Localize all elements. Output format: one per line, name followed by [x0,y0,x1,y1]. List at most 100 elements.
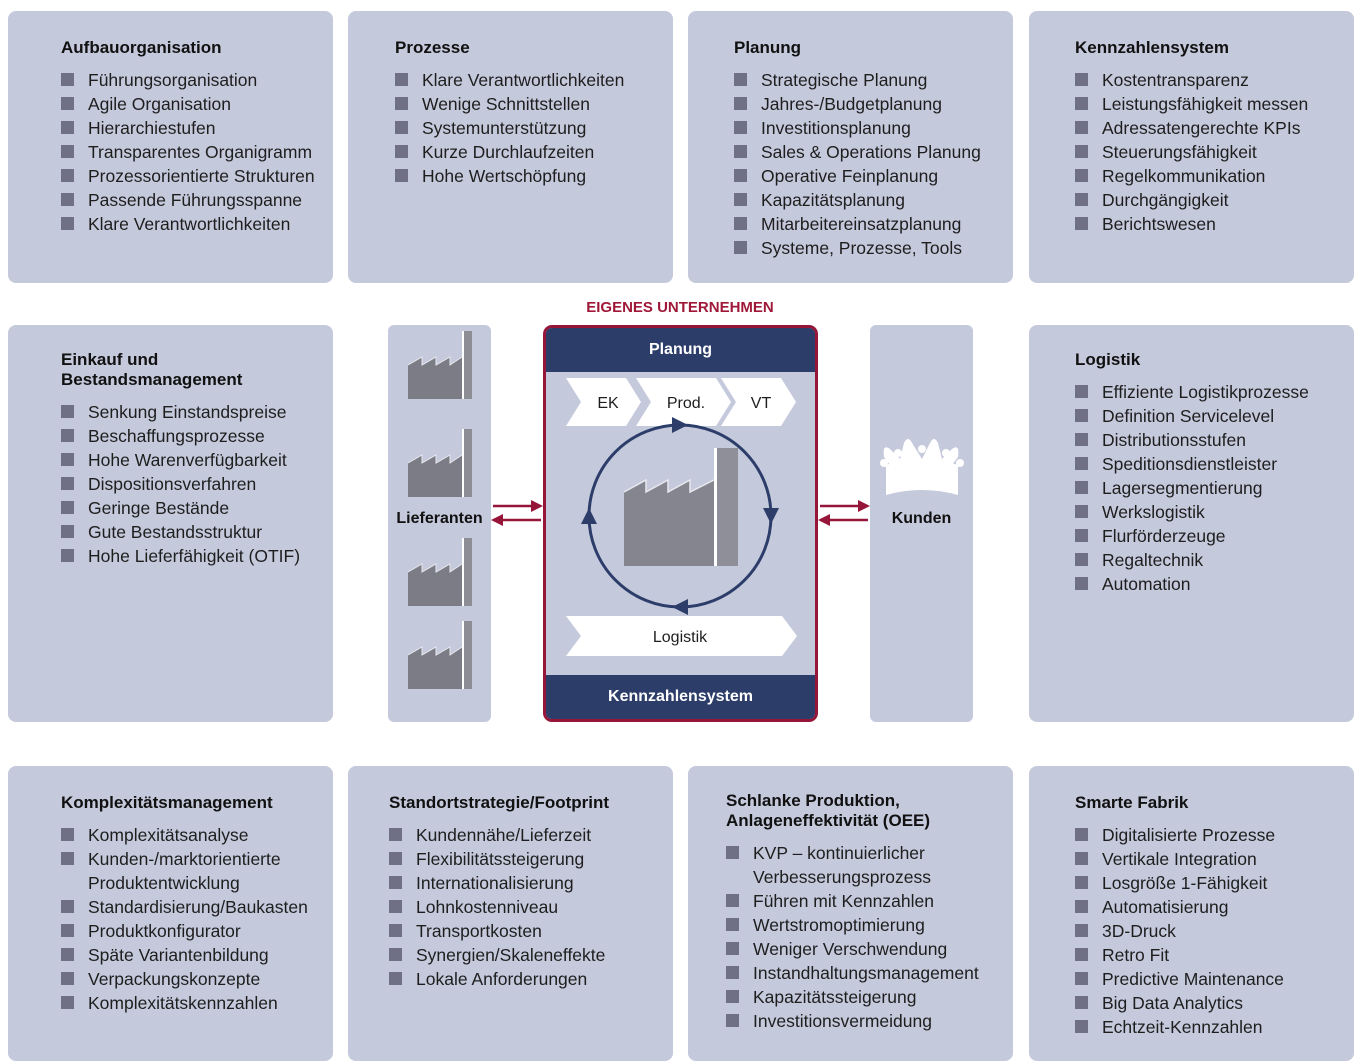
list-item: Flexibilitätssteigerung [389,847,673,871]
list-item: Jahres-/Budgetplanung [734,92,1013,116]
factory-icon [623,448,738,566]
company-frame: Planung EK Prod. VT [543,325,818,722]
list-item: Systeme, Prozesse, Tools [734,236,1013,260]
chevron-prod: Prod. [636,378,731,426]
list-item-continued: Produktentwicklung [88,873,240,893]
list-item: Geringe Bestände [61,496,333,520]
customer-flow-arrows [818,500,870,526]
list-item: Verpackungskonzepte [61,967,333,991]
box-kennzahlensystem: Kennzahlensystem Kostentransparenz Leist… [1029,11,1354,283]
factory-icon [407,537,473,607]
planning-bar: Planung [546,328,815,372]
factory-icon [407,620,473,690]
list-item: Komplexitätskennzahlen [61,991,333,1015]
list-item: Prozessorientierte Strukturen [61,164,333,188]
list-item: Automatisierung [1075,895,1354,919]
factory-icon [407,330,473,400]
list-item: Hierarchiestufen [61,116,333,140]
box-title: Komplexitätsmanagement [61,793,273,812]
list-item: Kapazitätssteigerung [726,985,1013,1009]
list-item: Internationalisierung [389,871,673,895]
item-list: Führungsorganisation Agile Organisation … [61,68,333,236]
item-list: Senkung Einstandspreise Beschaffungsproz… [61,400,333,568]
list-item: Klare Verantwortlichkeiten [395,68,673,92]
list-item: Operative Feinplanung [734,164,1013,188]
item-list: Kundennähe/Lieferzeit Flexibilitätssteig… [389,823,673,991]
item-list: Strategische Planung Jahres-/Budgetplanu… [734,68,1013,260]
list-item: Echtzeit-Kennzahlen [1075,1015,1354,1039]
list-item: Vertikale Integration [1075,847,1354,871]
list-item: Speditionsdienstleister [1075,452,1354,476]
supplier-flow-arrows [491,500,543,526]
list-item: Lokale Anforderungen [389,967,673,991]
chevron-ek-label: EK [597,395,619,412]
list-item: Führungsorganisation [61,68,333,92]
list-item: Passende Führungsspanne [61,188,333,212]
list-item: Wenige Schnittstellen [395,92,673,116]
box-title: Schlanke Produktion,Anlageneffektivität … [726,791,931,830]
list-item: Adressatengerechte KPIs [1075,116,1354,140]
list-item: Hohe Wertschöpfung [395,164,673,188]
list-item: Agile Organisation [61,92,333,116]
list-item: Effiziente Logistikprozesse [1075,380,1354,404]
list-item: Digitalisierte Prozesse [1075,823,1354,847]
list-item: Komplexitätsanalyse [61,823,333,847]
list-item: Standardisierung/Baukasten [61,895,333,919]
list-item: Sales & Operations Planung [734,140,1013,164]
list-item: Flurförderzeuge [1075,524,1354,548]
box-title: Smarte Fabrik [1075,793,1189,812]
box-title: Logistik [1075,350,1141,369]
logistics-label: Logistik [653,629,708,646]
list-item: KVP – kontinuierlicher [726,841,1013,865]
list-item: Produktkonfigurator [61,919,333,943]
item-list: Effiziente Logistikprozesse Definition S… [1075,380,1354,596]
list-item: Kurze Durchlaufzeiten [395,140,673,164]
box-title: Aufbauorganisation [61,38,222,57]
item-list: Kostentransparenz Leistungsfähigkeit mes… [1075,68,1354,236]
chevron-vt: VT [721,378,796,426]
box-komplexitaetsmanagement: Komplexitätsmanagement Komplexitätsanaly… [8,766,333,1061]
box-title: Planung [734,38,802,57]
list-item: Distributionsstufen [1075,428,1354,452]
list-item: Dispositionsverfahren [61,472,333,496]
list-item: Kunden-/marktorientierte [61,847,333,871]
list-item: Hohe Lieferfähigkeit (OTIF) [61,544,333,568]
factory-icon [407,428,473,498]
list-item: Losgröße 1-Fähigkeit [1075,871,1354,895]
item-list: KVP – kontinuierlicher Verbesserungsproz… [726,841,1013,1033]
list-item: Weniger Verschwendung [726,937,1013,961]
list-item: Hohe Warenverfügbarkeit [61,448,333,472]
box-smarte-fabrik: Smarte Fabrik Digitalisierte Prozesse Ve… [1029,766,1354,1061]
list-item: Kapazitätsplanung [734,188,1013,212]
company-title: EIGENES UNTERNEHMEN [586,299,774,316]
list-item: Retro Fit [1075,943,1354,967]
box-title: Prozesse [395,38,470,57]
list-item: Investitionsvermeidung [726,1009,1013,1033]
box-standortstrategie: Standortstrategie/Footprint Kundennähe/L… [348,766,673,1061]
list-item: Führen mit Kennzahlen [726,889,1013,913]
list-item: Durchgängigkeit [1075,188,1354,212]
box-schlanke-produktion: Schlanke Produktion,Anlageneffektivität … [688,766,1013,1061]
list-item: Mitarbeitereinsatzplanung [734,212,1013,236]
suppliers-panel: Lieferanten [388,325,491,722]
box-logistik: Logistik Effiziente Logistikprozesse Def… [1029,325,1354,722]
list-item: Werkslogistik [1075,500,1354,524]
list-item: Steuerungsfähigkeit [1075,140,1354,164]
item-list: Klare Verantwortlichkeiten Wenige Schnit… [395,68,673,188]
kpi-bar: Kennzahlensystem [546,675,815,719]
list-item: Regaltechnik [1075,548,1354,572]
list-item: Kostentransparenz [1075,68,1354,92]
list-item: Systemunterstützung [395,116,673,140]
list-item: Berichtswesen [1075,212,1354,236]
list-item: Definition Servicelevel [1075,404,1354,428]
list-item: Investitionsplanung [734,116,1013,140]
chevron-ek: EK [566,378,641,426]
list-item: Big Data Analytics [1075,991,1354,1015]
list-item: Strategische Planung [734,68,1013,92]
box-aufbauorganisation: Aufbauorganisation Führungsorganisation … [8,11,333,283]
list-item: 3D-Druck [1075,919,1354,943]
customers-panel: Kunden [870,325,973,722]
list-item: Regelkommunikation [1075,164,1354,188]
box-planung: Planung Strategische Planung Jahres-/Bud… [688,11,1013,283]
